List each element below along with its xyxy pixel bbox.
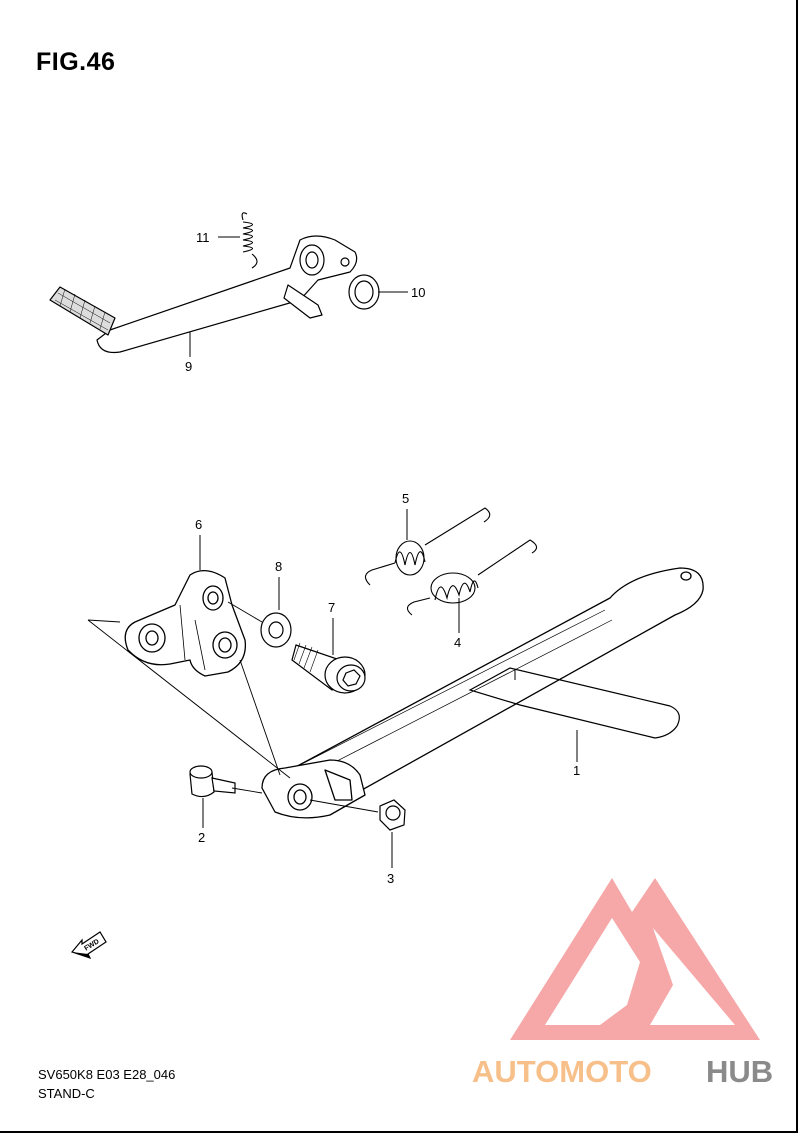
stand-bolt <box>189 765 236 798</box>
leader-lines-top <box>189 236 408 357</box>
side-stand-kick-bar <box>468 667 680 739</box>
callout-11: 11 <box>196 230 210 245</box>
brake-pedal-footpad <box>49 286 116 336</box>
callout-7: 7 <box>328 600 335 615</box>
callout-labels: 11 10 9 6 5 8 7 4 1 2 3 <box>185 230 580 886</box>
stand-bracket <box>124 570 247 677</box>
assembly-guide-lines <box>87 601 379 813</box>
callout-6: 6 <box>195 517 202 532</box>
group-name: STAND-C <box>38 1086 95 1101</box>
brake-pedal-group <box>49 235 358 354</box>
washer-8 <box>260 612 292 648</box>
fwd-arrow-icon <box>70 931 107 960</box>
stand-nut <box>379 799 406 831</box>
callout-9: 9 <box>185 359 192 374</box>
callout-3: 3 <box>387 871 394 886</box>
washer-10 <box>348 274 380 310</box>
brake-pedal-tab <box>283 284 323 319</box>
callout-8: 8 <box>275 559 282 574</box>
pivot-bolt <box>291 642 366 694</box>
callout-4: 4 <box>454 635 461 650</box>
callout-2: 2 <box>198 830 205 845</box>
model-code: SV650K8 E03 E28_046 <box>38 1067 176 1082</box>
watermark-brand-part-1: AUTOMOTO <box>472 1054 652 1089</box>
watermark-triangle-mark <box>510 878 760 1040</box>
side-stand-leg <box>289 567 704 806</box>
brake-pedal-arm <box>96 235 358 354</box>
leader-lines-stand <box>199 509 578 868</box>
callout-5: 5 <box>402 491 409 506</box>
callout-10: 10 <box>411 285 425 300</box>
side-stand-pivot-mount <box>261 759 366 819</box>
callout-1: 1 <box>573 763 580 778</box>
stand-spring-4 <box>406 539 538 616</box>
figure-title: FIG.46 <box>36 48 116 76</box>
stand-spring-5 <box>364 507 491 586</box>
brake-return-spring <box>241 212 258 269</box>
fwd-direction-arrow: FWD <box>70 931 107 960</box>
watermark-brand-part-2: HUB <box>706 1054 773 1089</box>
watermark-logo: AUTOMOTO HUB <box>472 878 773 1089</box>
